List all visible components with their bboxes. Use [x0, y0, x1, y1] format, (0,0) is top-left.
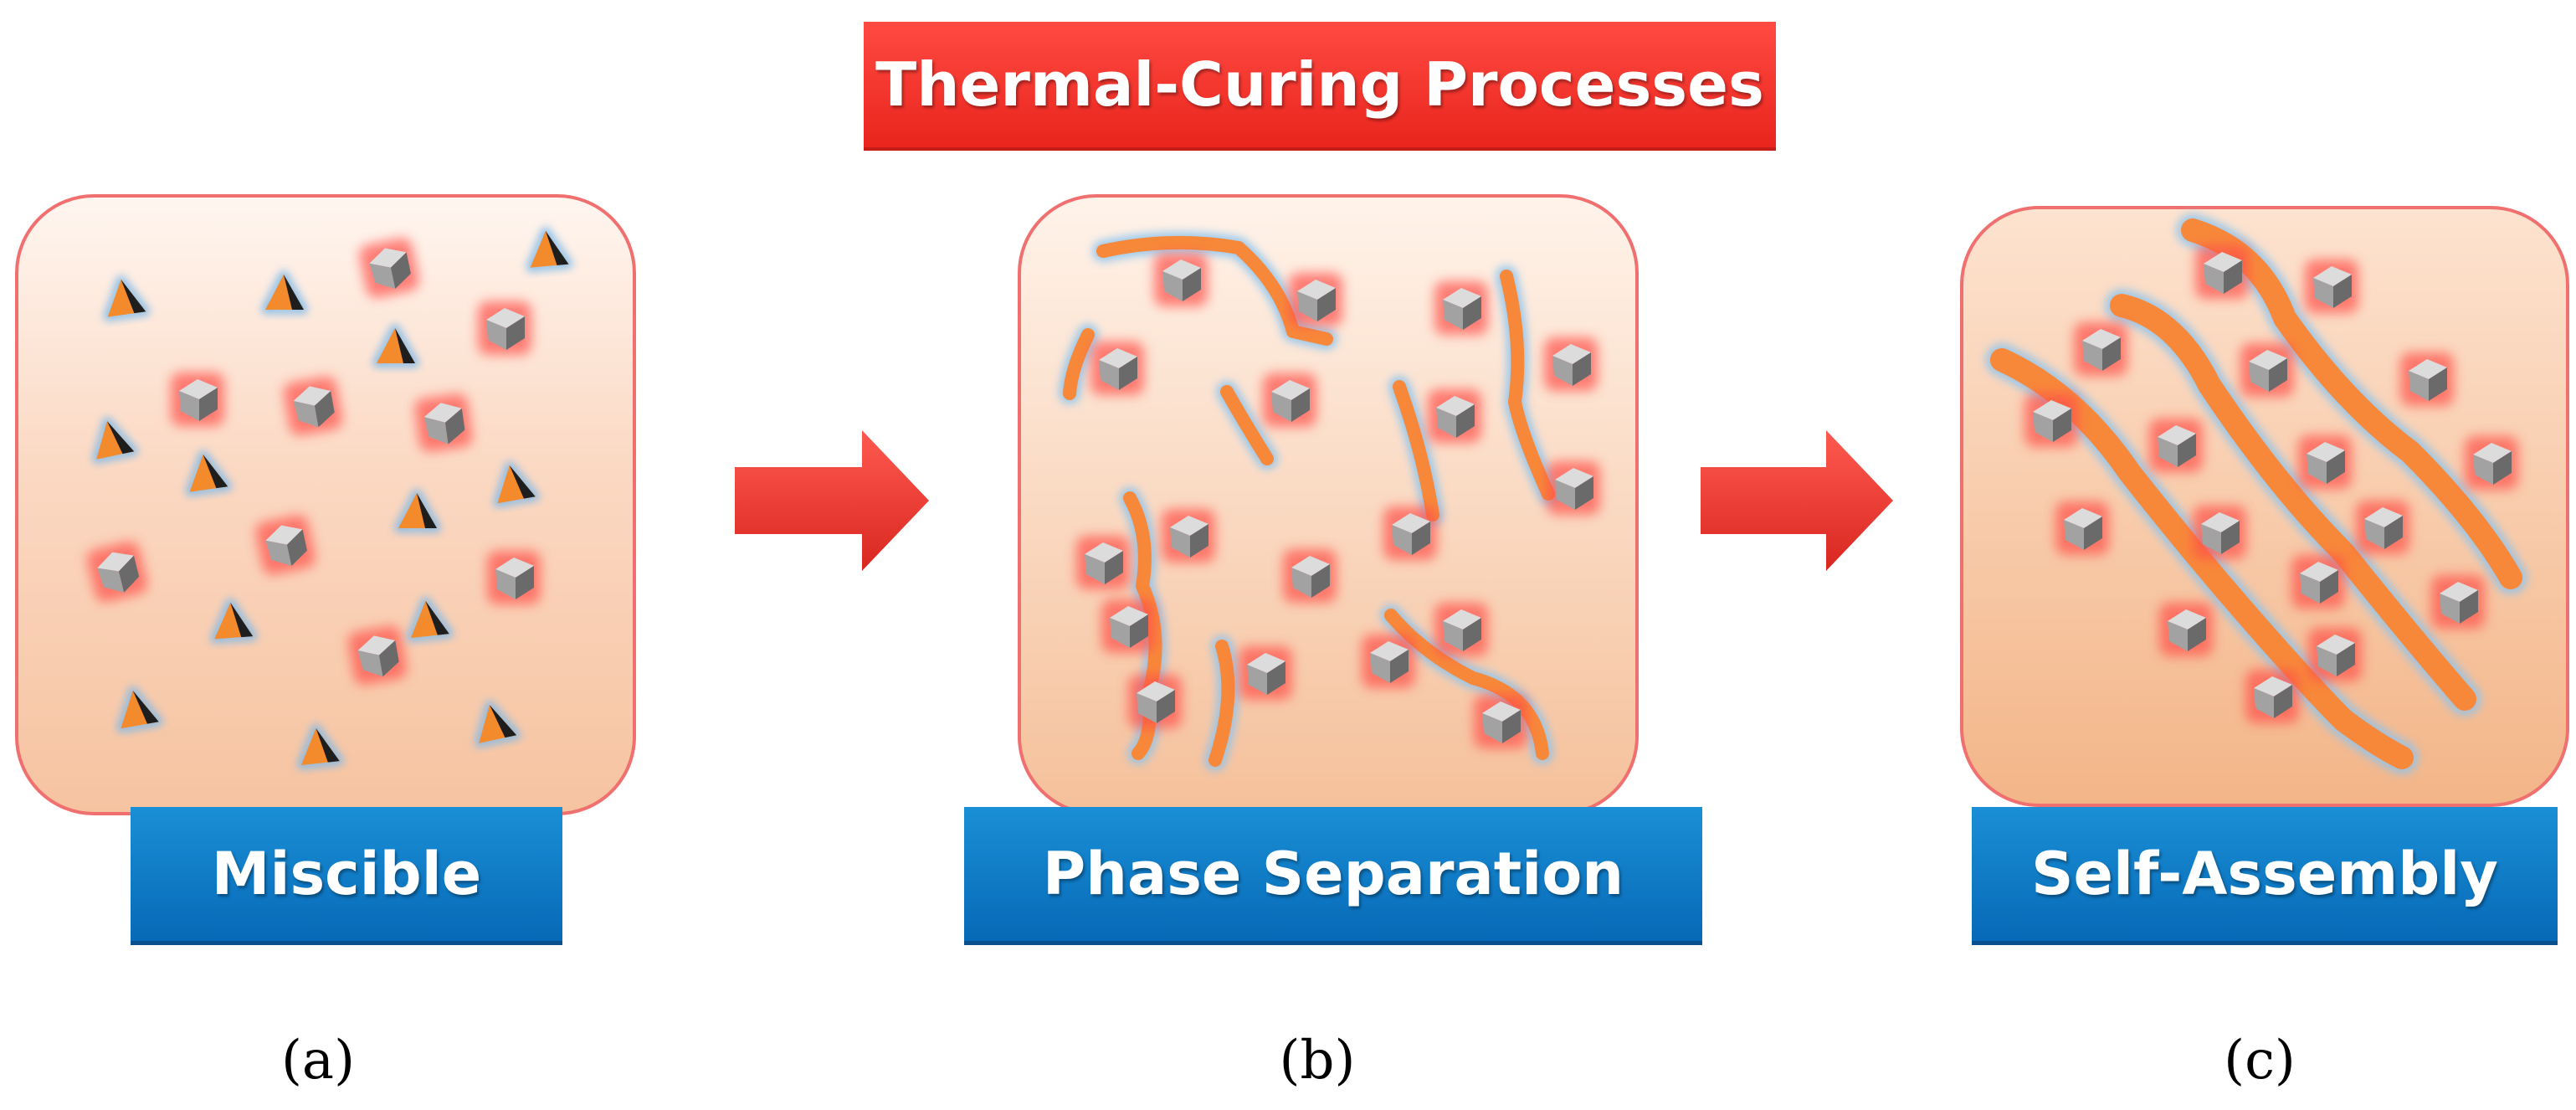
caption-a: (a)	[280, 1030, 356, 1092]
right-arrow-icon	[1701, 430, 1893, 571]
panel-a-frame	[15, 194, 636, 815]
caption-c: (c)	[2224, 1030, 2296, 1092]
panel-phase-separation	[1018, 194, 1639, 815]
label-phase-separation: Phase Separation	[964, 807, 1702, 945]
right-arrow-icon	[735, 430, 929, 571]
label-miscible: Miscible	[131, 807, 562, 945]
label-self-assembly: Self-Assembly	[1972, 807, 2558, 945]
label-b-text: Phase Separation	[1042, 840, 1624, 908]
label-a-text: Miscible	[211, 840, 482, 908]
panel-self-assembly	[1960, 206, 2569, 807]
banner-title: Thermal-Curing Processes	[875, 49, 1764, 120]
title-banner: Thermal-Curing Processes	[864, 22, 1776, 147]
label-c-text: Self-Assembly	[2031, 840, 2498, 908]
caption-b: (b)	[1279, 1030, 1356, 1092]
panel-miscible	[15, 194, 636, 815]
polymer-chains-c	[1985, 213, 2527, 774]
